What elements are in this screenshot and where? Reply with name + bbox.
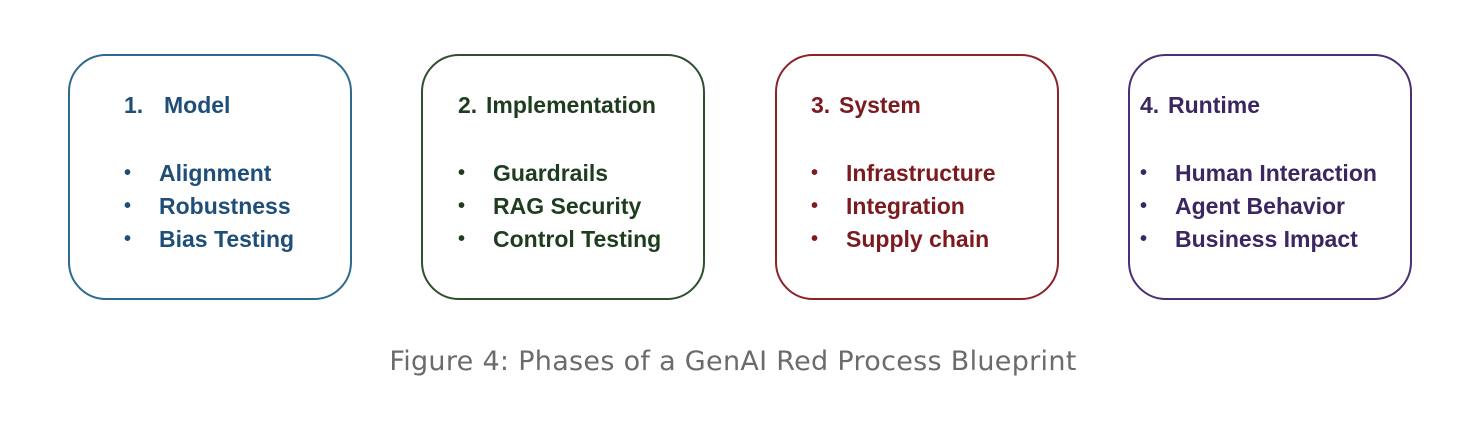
phase-item-text: Robustness (159, 193, 291, 219)
phase-title: 1. Model (124, 92, 230, 119)
phase-title: 2. Implementation (458, 92, 656, 119)
phase-title: 3. System (811, 92, 921, 119)
bullet-icon: • (458, 228, 466, 250)
bullet-icon: • (124, 195, 132, 217)
figure-caption: Figure 4: Phases of a GenAI Red Process … (389, 346, 1077, 377)
phase-box-system: 3. System • Infrastructure • Integration • S… (775, 54, 1059, 300)
bullet-icon: • (124, 228, 132, 250)
phase-item-text: Supply chain (846, 226, 990, 252)
phase-item-text: Alignment (159, 160, 272, 186)
bullet-icon: • (458, 162, 466, 184)
phase-title-text: System (839, 92, 921, 118)
phase-item-text: Agent Behavior (1175, 193, 1345, 219)
phase-item-text: Human Interaction (1175, 160, 1377, 186)
phase-number: 1. (124, 92, 144, 118)
bullet-icon: • (124, 162, 132, 184)
phase-title: 4. Runtime (1140, 92, 1260, 119)
phase-item-text: Guardrails (493, 160, 609, 186)
bullet-icon: • (458, 195, 466, 217)
bullet-icon: • (1140, 228, 1148, 250)
bullet-icon: • (811, 195, 819, 217)
phase-title-text: Runtime (1168, 92, 1260, 118)
bullet-icon: • (811, 162, 819, 184)
phase-box-runtime: 4. Runtime • Human Interaction • Agent Beha… (1128, 54, 1412, 300)
phase-title-text: Model (164, 92, 231, 118)
phase-item-text: Bias Testing (159, 226, 295, 252)
phase-box-implementation: 2. Implementation • Guardrails • RAG Securi… (421, 54, 705, 300)
phase-number: 2. (458, 92, 478, 118)
phase-box-model: 1. Model • Alignment • Robustness • Bias Tes… (68, 54, 352, 300)
bullet-icon: • (811, 228, 819, 250)
phase-number: 4. (1140, 92, 1160, 118)
bullet-icon: • (1140, 195, 1148, 217)
bullet-icon: • (1140, 162, 1148, 184)
phase-item-text: Control Testing (493, 226, 662, 252)
phase-item-text: Integration (846, 193, 965, 219)
phase-item-text: Infrastructure (846, 160, 996, 186)
phase-number: 3. (811, 92, 831, 118)
phase-item-text: Business Impact (1175, 226, 1358, 252)
phase-item-text: RAG Security (493, 193, 642, 219)
phase-title-text: Implementation (486, 92, 656, 118)
